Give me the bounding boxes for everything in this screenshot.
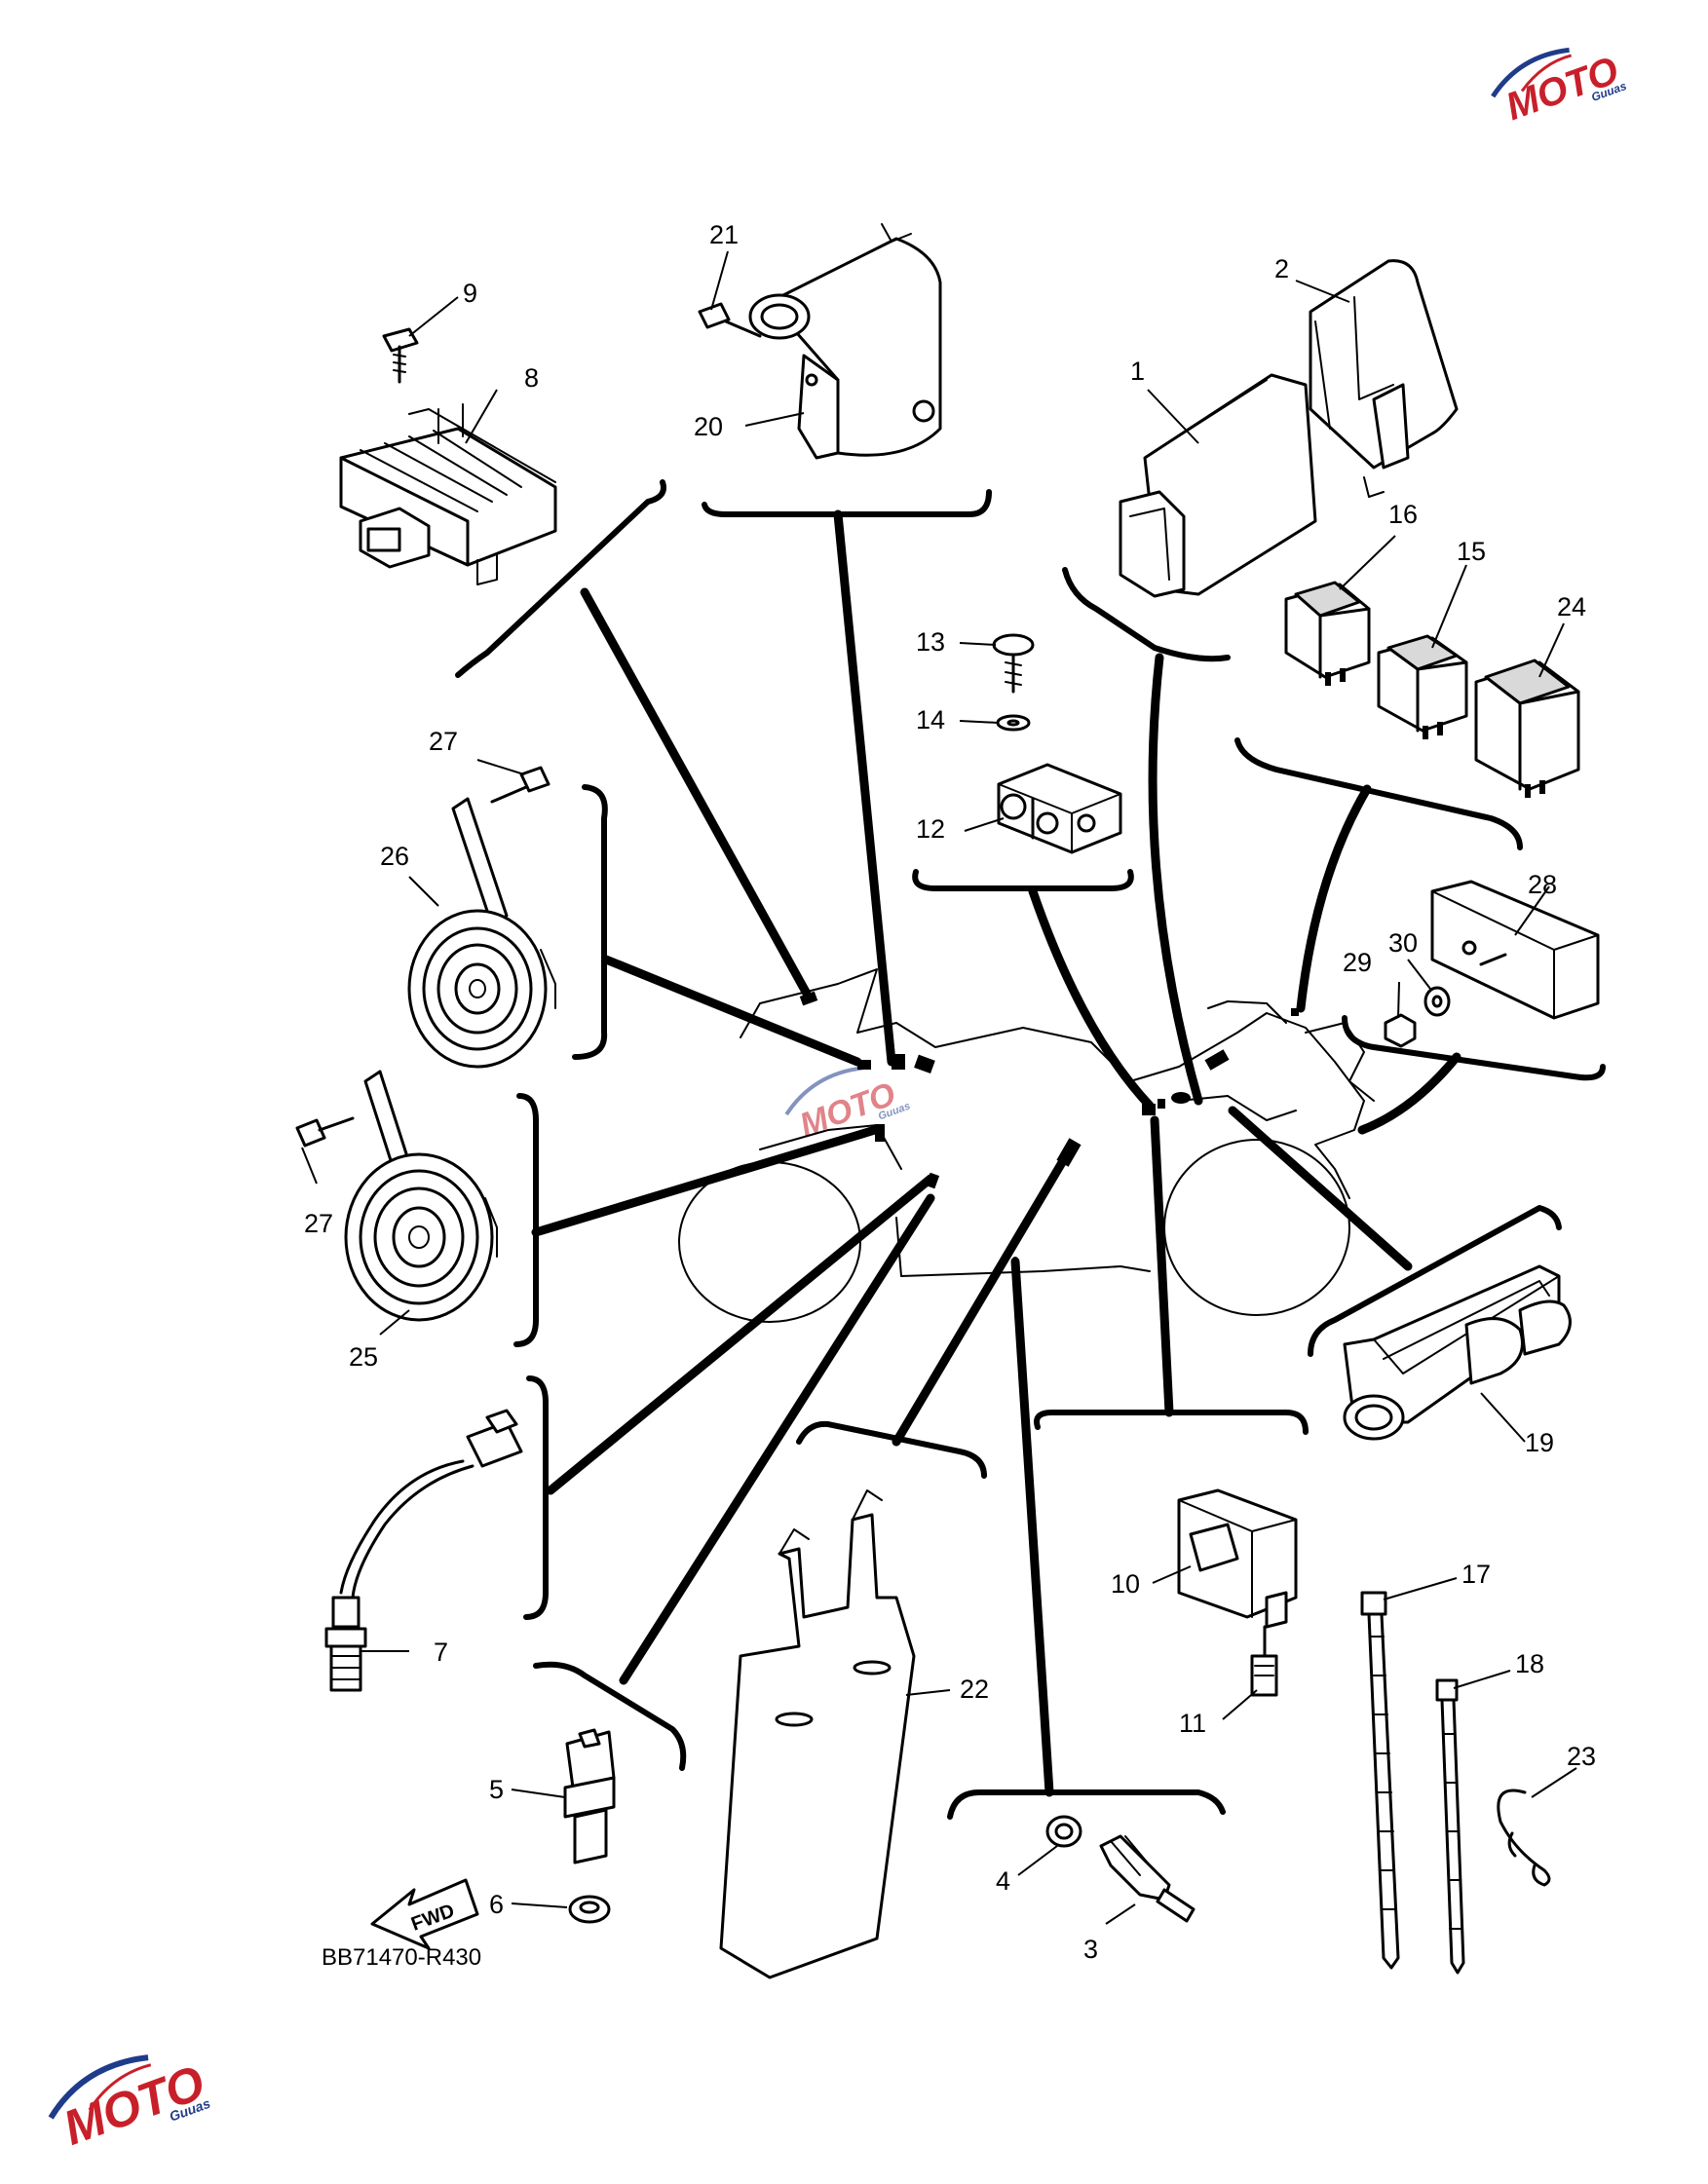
resistor-28 bbox=[1430, 880, 1600, 1020]
callout-10: 10 bbox=[1111, 1569, 1140, 1599]
callout-21: 21 bbox=[709, 220, 739, 249]
protector-sheet bbox=[719, 1489, 916, 1979]
callout-8: 8 bbox=[524, 363, 539, 393]
callout-27a: 27 bbox=[429, 727, 458, 756]
ecu-unit bbox=[1119, 373, 1317, 598]
callout-12: 12 bbox=[916, 814, 945, 844]
callout-2: 2 bbox=[1274, 254, 1289, 283]
starter-relay bbox=[1177, 1488, 1298, 1629]
callout-20: 20 bbox=[694, 412, 723, 441]
relay-16 bbox=[1284, 581, 1371, 686]
horn-high-bolt bbox=[490, 766, 550, 804]
ecu-bracket bbox=[748, 223, 942, 460]
callout-5: 5 bbox=[489, 1775, 504, 1804]
watermark-logo-top: MOTO Guuas bbox=[1491, 47, 1629, 129]
callout-23: 23 bbox=[1567, 1742, 1596, 1771]
callout-27b: 27 bbox=[304, 1209, 333, 1238]
callout-30: 30 bbox=[1388, 928, 1418, 958]
catalyst-cover bbox=[1343, 1264, 1572, 1441]
relay-bolt bbox=[1250, 1625, 1278, 1697]
frame-connectors bbox=[799, 991, 1299, 1262]
cable-tie-long bbox=[1360, 1591, 1400, 1970]
spark-plug bbox=[1099, 1834, 1196, 1923]
callout-leaders bbox=[301, 250, 1577, 1925]
callout-numbers: 1 2 3 4 5 6 7 8 9 10 11 12 13 14 15 16 1… bbox=[304, 220, 1596, 1964]
callout-7: 7 bbox=[434, 1638, 448, 1667]
cable-tie-short bbox=[1435, 1678, 1465, 1975]
ecu-cover bbox=[1309, 259, 1459, 498]
watermark-logo-bottom: MOTO Guuas bbox=[48, 2054, 212, 2156]
callout-14: 14 bbox=[916, 705, 945, 734]
callout-18: 18 bbox=[1515, 1649, 1544, 1678]
nut-29 bbox=[1384, 1013, 1417, 1048]
callout-16: 16 bbox=[1388, 500, 1418, 529]
forward-arrow: FWD bbox=[370, 1878, 479, 1950]
frame-silhouette bbox=[678, 968, 1375, 1323]
group-brackets bbox=[455, 479, 1606, 1820]
callout-4: 4 bbox=[996, 1866, 1010, 1896]
bracket-bolt bbox=[698, 302, 762, 338]
callout-13: 13 bbox=[916, 627, 945, 657]
micro-switch bbox=[997, 763, 1122, 854]
relay-15 bbox=[1377, 634, 1468, 739]
temp-sensor bbox=[563, 1728, 616, 1864]
callout-25: 25 bbox=[349, 1342, 378, 1372]
horn-low bbox=[344, 1070, 498, 1322]
callout-1: 1 bbox=[1130, 357, 1145, 386]
callout-26: 26 bbox=[380, 842, 409, 871]
callout-19: 19 bbox=[1525, 1428, 1554, 1457]
callout-24: 24 bbox=[1557, 592, 1586, 621]
callout-22: 22 bbox=[960, 1675, 989, 1704]
regulator-bolt bbox=[382, 327, 419, 384]
o2-sensor bbox=[324, 1409, 523, 1692]
callout-11: 11 bbox=[1179, 1709, 1206, 1738]
callout-9: 9 bbox=[463, 279, 477, 308]
plug-washer bbox=[1045, 1815, 1082, 1848]
regulator-rectifier bbox=[339, 403, 557, 585]
callout-3: 3 bbox=[1083, 1935, 1098, 1964]
horn-high bbox=[407, 797, 556, 1069]
callout-6: 6 bbox=[489, 1890, 504, 1919]
switch-washer bbox=[996, 714, 1031, 732]
leader-lines bbox=[531, 509, 1461, 1797]
washer-30 bbox=[1423, 986, 1451, 1017]
callout-15: 15 bbox=[1457, 537, 1486, 566]
gasket bbox=[568, 1895, 611, 1924]
relay-24 bbox=[1474, 659, 1580, 798]
callout-17: 17 bbox=[1461, 1560, 1491, 1589]
callout-29: 29 bbox=[1343, 948, 1372, 977]
horn-low-bolt bbox=[295, 1116, 355, 1148]
switch-screw bbox=[992, 633, 1035, 694]
callout-28: 28 bbox=[1528, 870, 1557, 899]
wire-clamp bbox=[1497, 1789, 1551, 1887]
drawing-code: BB71470-R430 bbox=[322, 1944, 481, 1971]
